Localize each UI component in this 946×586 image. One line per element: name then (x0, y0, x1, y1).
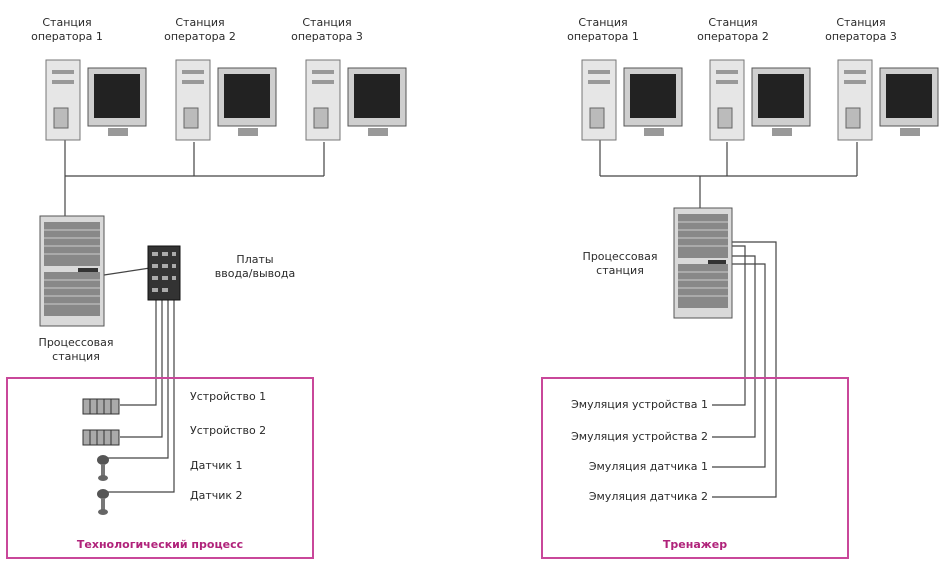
io-board-icon (147, 245, 181, 301)
station-label-3: Станция оператора 3 (291, 16, 363, 43)
server-rack-icon (39, 215, 105, 327)
emulation-label-1: Эмуляция устройства 1 (571, 398, 708, 411)
workstation-icon (305, 59, 407, 141)
process-frame (6, 377, 314, 559)
workstation-icon (45, 59, 147, 141)
server-rack-icon (673, 207, 733, 319)
sensor-icon (97, 489, 109, 515)
device-label-1: Устройство 1 (190, 390, 267, 403)
emulation-label-2: Эмуляция устройства 2 (571, 430, 708, 443)
workstation-icon (175, 59, 277, 141)
workstation-icon (581, 59, 683, 141)
simulator-frame (541, 377, 849, 559)
station-label-1: Станция оператора 1 (567, 16, 639, 43)
station-label-1: Станция оператора 1 (31, 16, 103, 43)
process-box-title: Технологический процесс (76, 538, 244, 551)
emulation-label-3: Эмуляция датчика 1 (588, 460, 708, 473)
station-label-3: Станция оператора 3 (825, 16, 897, 43)
sensor-label-2: Датчик 2 (190, 489, 243, 502)
io-boards-label: Платы ввода/вывода (214, 253, 296, 280)
station-label-2: Станция оператора 2 (697, 16, 769, 43)
workstation-icon (709, 59, 811, 141)
process-station-label: Процессовая станция (38, 336, 114, 363)
device-module-icon (82, 429, 120, 446)
station-label-2: Станция оператора 2 (164, 16, 236, 43)
device-module-icon (82, 398, 120, 415)
device-label-2: Устройство 2 (190, 424, 267, 437)
simulator-box-title: Тренажер (662, 538, 728, 551)
emulation-label-4: Эмуляция датчика 2 (588, 490, 708, 503)
workstation-icon (837, 59, 939, 141)
process-station-label: Процессовая станция (582, 250, 658, 277)
sensor-icon (97, 455, 109, 481)
sensor-label-1: Датчик 1 (190, 459, 243, 472)
